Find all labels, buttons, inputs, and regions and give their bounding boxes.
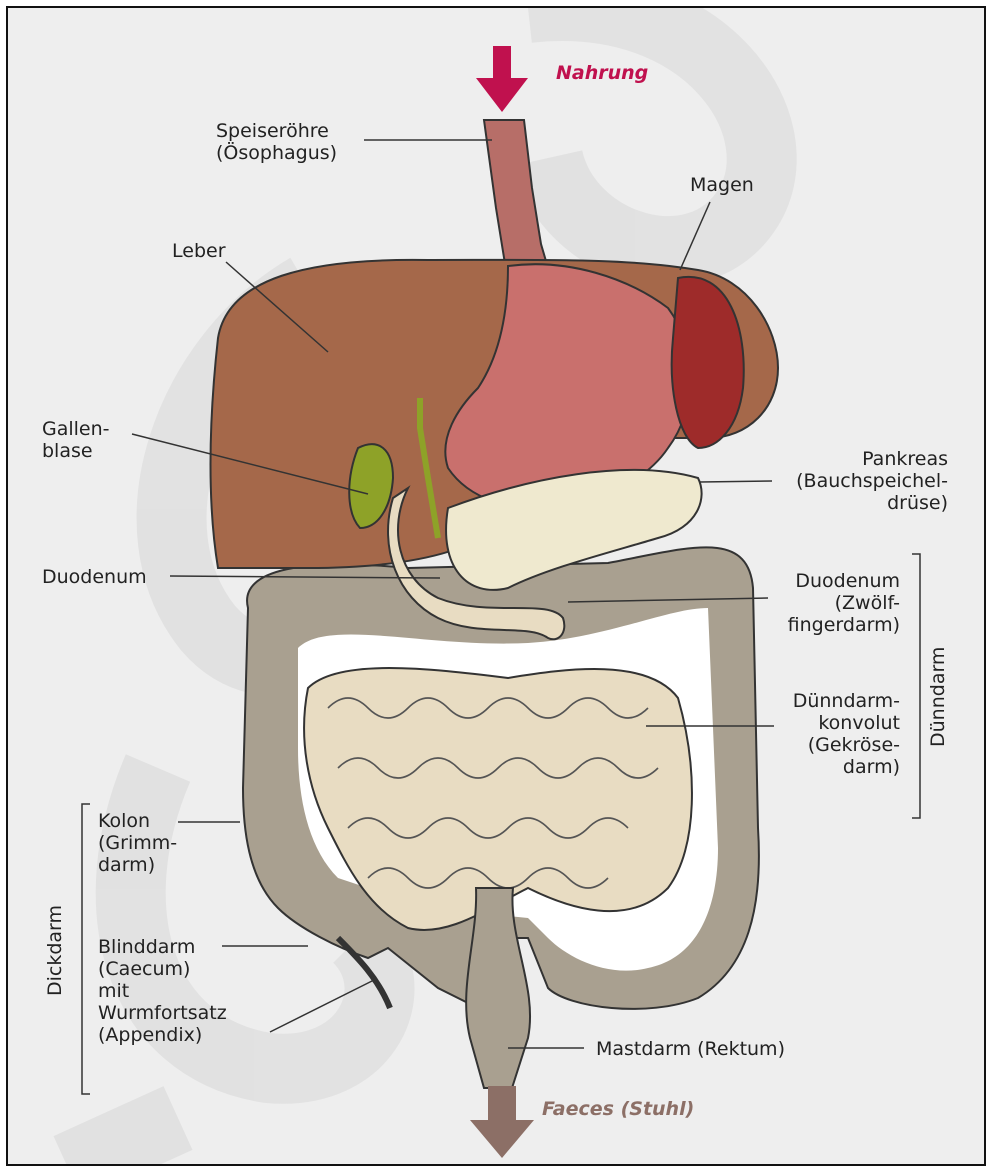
rectum-label: Mastdarm (Rektum)	[596, 1038, 785, 1060]
dickdarm-group-label: Dickdarm	[44, 906, 66, 996]
colon-label: Kolon (Grimm- darm)	[98, 810, 177, 876]
duennndarm-bracket	[912, 554, 920, 818]
faeces-label: Faeces (Stuhl)	[542, 1098, 694, 1120]
diagram-frame: Nahrung Faeces (Stuhl) Speiseröhre (Ösop…	[6, 6, 986, 1166]
duenndarm-group-label: Dünndarm	[927, 655, 949, 747]
nahrung-label: Nahrung	[556, 62, 648, 84]
gallbladder-label: Gallen- blase	[42, 418, 110, 462]
esophagus-label: Speiseröhre (Ösophagus)	[216, 120, 337, 164]
duodenum-right-label: Duodenum (Zwölf- fingerdarm)	[788, 570, 900, 636]
dickdarm-bracket	[82, 804, 90, 1094]
nahrung-arrow	[476, 46, 528, 112]
stomach-label: Magen	[690, 174, 754, 196]
liver-label: Leber	[172, 240, 226, 262]
pancreas-label: Pankreas (Bauchspeichel- drüse)	[796, 448, 948, 514]
duodenum-left-label: Duodenum	[42, 566, 147, 588]
caecum-label: Blinddarm (Caecum) mit Wurmfortsatz (App…	[98, 936, 227, 1046]
faeces-arrow	[470, 1086, 534, 1158]
small-intestine-label: Dünndarm- konvolut (Gekröse- darm)	[793, 690, 900, 778]
